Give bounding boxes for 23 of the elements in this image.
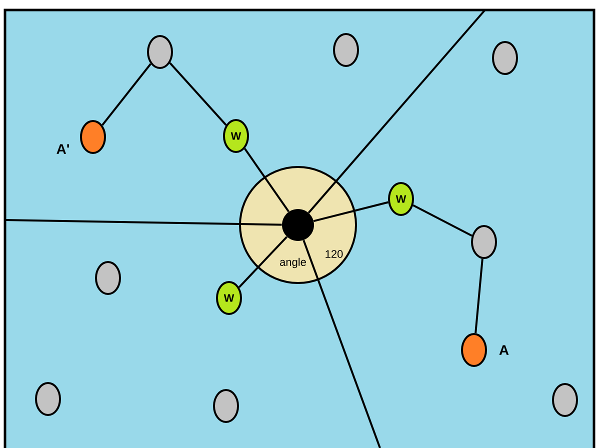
- connector-line: [412, 204, 472, 237]
- marker-dot: [333, 33, 359, 67]
- connector-line: [238, 236, 288, 288]
- connector-line: [244, 148, 290, 212]
- marker-dot: [147, 35, 173, 69]
- connector-line: [474, 258, 484, 334]
- point-label: A: [499, 345, 509, 355]
- marker-dot: [492, 41, 518, 75]
- marker-dot: [552, 383, 578, 417]
- connector-line: [308, 9, 486, 214]
- connector-line: [169, 62, 227, 126]
- marker-dot: [80, 120, 106, 154]
- center-dot: [282, 209, 314, 241]
- marker-dot: [35, 382, 61, 416]
- marker-dot: [95, 261, 121, 295]
- connector-line: [102, 63, 152, 126]
- connector-line: [302, 240, 381, 448]
- marker-dot: [213, 389, 239, 423]
- point-label: A': [56, 144, 69, 154]
- connector-line: [313, 201, 388, 222]
- marker-dot: [471, 225, 497, 259]
- marker-dot: [461, 333, 487, 367]
- connector-line: [4, 219, 282, 226]
